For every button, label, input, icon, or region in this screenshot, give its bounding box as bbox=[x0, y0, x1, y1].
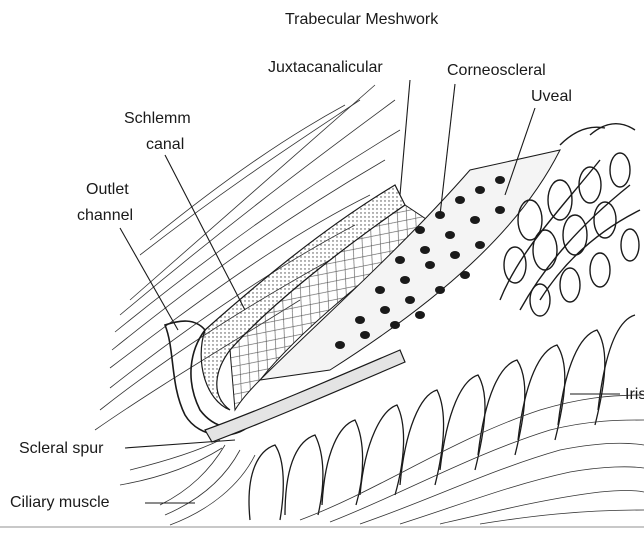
outlet-label-line1: Outlet bbox=[86, 181, 129, 199]
leader-schlemm bbox=[165, 155, 245, 310]
scleral-spur-label: Scleral spur bbox=[19, 440, 103, 458]
uveal-meshwork bbox=[500, 124, 640, 316]
iris-label: Iris bbox=[625, 386, 644, 404]
title-label: Trabecular Meshwork bbox=[285, 11, 438, 29]
iris-fibers bbox=[300, 395, 644, 524]
outlet-label-line2: channel bbox=[77, 207, 133, 225]
juxtacanalicular-label: Juxtacanalicular bbox=[268, 59, 383, 77]
schlemm-label-line2: canal bbox=[146, 136, 184, 154]
schlemm-label-line1: Schlemm bbox=[124, 110, 191, 128]
ciliary-muscle-label: Ciliary muscle bbox=[10, 494, 110, 512]
ciliary-muscle-fibers bbox=[120, 440, 255, 525]
uveal-label: Uveal bbox=[531, 88, 572, 106]
leader-juxtacanalicular bbox=[400, 80, 410, 195]
leader-outlet bbox=[120, 228, 178, 330]
corneoscleral-label: Corneoscleral bbox=[447, 62, 546, 80]
leader-scleral-spur bbox=[125, 440, 235, 448]
